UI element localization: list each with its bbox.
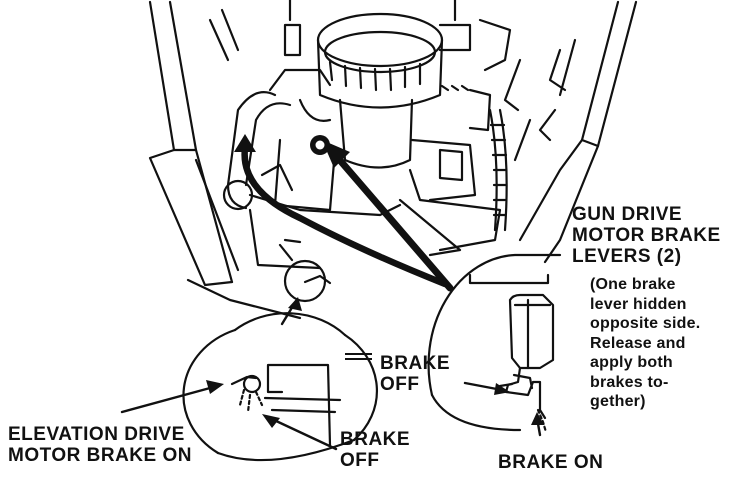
arrowhead-elevation (206, 380, 224, 394)
note-line-3: opposite side. (590, 315, 701, 332)
arrowhead-brake-on-right (531, 412, 544, 425)
elevation-line-2: MOTOR BRAKE ON (8, 445, 192, 466)
elevation-detail-bubble (182, 312, 378, 462)
left-column (148, 0, 302, 320)
detail-locator-circle (283, 259, 327, 303)
brake-off-left-line-1: BRAKE (340, 429, 411, 450)
hose-elbow (222, 91, 302, 262)
gun-drive-motor-brake-levers-label: GUN DRIVE MOTOR BRAKE LEVERS (2) (572, 204, 721, 267)
brake-off-left-line-2: OFF (340, 450, 380, 471)
brake-off-right-line-1: BRAKE (380, 353, 451, 374)
arrowhead-detail-locator (288, 297, 302, 311)
gun-drive-note: (One brake lever hidden opposite side. R… (590, 275, 700, 412)
gun-drive-detail-bubble (427, 253, 562, 434)
brake-off-label-left: BRAKE OFF (340, 429, 410, 471)
note-line-7: gether) (590, 393, 646, 410)
main-pointer-arrows (234, 134, 454, 292)
brake-off-right-line-2: OFF (380, 374, 420, 395)
arrowhead-brake-off-left (262, 414, 280, 428)
gearbox-housing (248, 0, 512, 270)
note-line-4: Release and (590, 334, 686, 352)
gun-drive-line-1: GUN DRIVE (572, 204, 683, 225)
gun-drive-line-2: MOTOR BRAKE (572, 225, 721, 246)
elevation-drive-motor-brake-on-label: ELEVATION DRIVE MOTOR BRAKE ON (8, 424, 192, 466)
gun-drive-line-3: LEVERS (2) (572, 246, 682, 267)
note-line-1: (One brake (590, 276, 676, 293)
note-line-5: apply both (590, 354, 673, 371)
note-line-2: lever hidden (590, 295, 687, 313)
brake-on-label-right: BRAKE ON (498, 452, 603, 473)
note-line-6: brakes to- (590, 373, 669, 391)
brake-on-right-text: BRAKE ON (498, 452, 604, 473)
arrowhead-brake-off-right (494, 383, 510, 395)
elevation-line-1: ELEVATION DRIVE (8, 424, 185, 445)
cable-bundle (488, 108, 508, 232)
brake-off-label-right: BRAKE OFF (380, 353, 450, 395)
